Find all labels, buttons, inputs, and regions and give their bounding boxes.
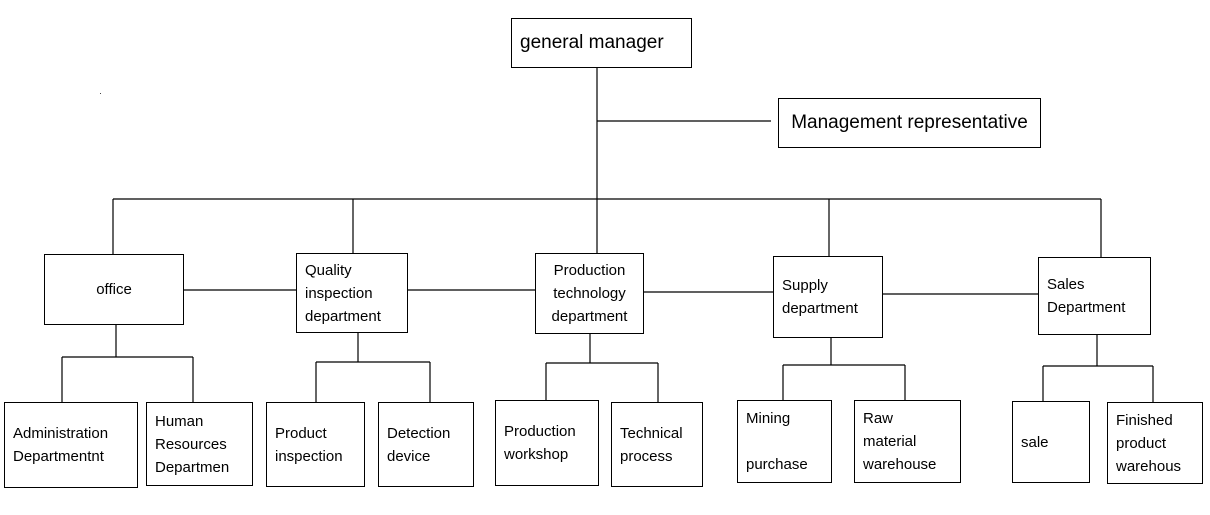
node-sale: sale [1012, 401, 1090, 483]
node-product-inspection-label: Product inspection [275, 424, 343, 465]
node-general-manager: general manager [511, 18, 692, 68]
node-raw-material-warehouse-label: Raw material warehouse [863, 410, 937, 473]
node-production-workshop-label: Production workshop [504, 423, 576, 463]
node-production-workshop: Production workshop [495, 400, 599, 486]
node-supply: Supply department [773, 256, 883, 338]
node-detection-device-label: Detection device [387, 424, 451, 465]
node-raw-material-warehouse: Raw material warehouse [854, 400, 961, 483]
node-production-technology: Production technology department [535, 253, 644, 334]
node-quality-inspection-label: Quality inspection department [305, 261, 381, 325]
node-finished-product-warehouse: Finished product warehous [1107, 402, 1203, 484]
node-sales: Sales Department [1038, 257, 1151, 335]
node-human-resources: Human Resources Departmen [146, 402, 253, 486]
node-office: office [44, 254, 184, 325]
node-sales-label: Sales Department [1047, 276, 1126, 316]
node-office-label: office [96, 281, 132, 298]
node-production-technology-label: Production technology department [551, 262, 628, 325]
node-finished-product-warehouse-label: Finished product warehous [1116, 411, 1182, 475]
node-quality-inspection: Quality inspection department [296, 253, 408, 333]
node-administration: Administration Departmentnt [4, 402, 138, 488]
node-human-resources-label: Human Resources Departmen [155, 412, 230, 476]
node-product-inspection: Product inspection [266, 402, 365, 487]
node-general-manager-label: general manager [520, 32, 664, 53]
node-technical-process: Technical process [611, 402, 703, 487]
node-supply-label: Supply department [782, 277, 858, 317]
node-management-representative: Management representative [778, 98, 1041, 148]
node-detection-device: Detection device [378, 402, 474, 487]
node-mining-purchase: Mining purchase [737, 400, 832, 483]
node-administration-label: Administration Departmentnt [13, 425, 109, 465]
node-sale-label: sale [1021, 433, 1049, 451]
node-management-representative-label: Management representative [791, 112, 1028, 133]
node-technical-process-label: Technical process [620, 424, 683, 465]
node-mining-purchase-label: Mining purchase [746, 410, 808, 473]
stray-dot [100, 93, 101, 94]
